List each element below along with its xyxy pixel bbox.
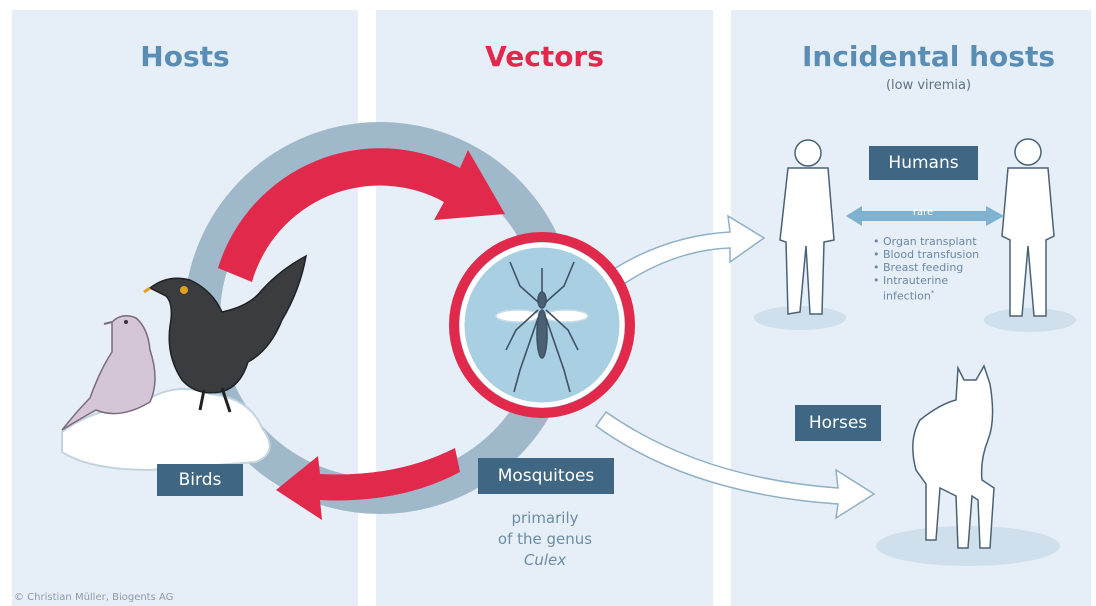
route-item: Intrauterine	[873, 274, 979, 287]
subheading-low-viremia: (low viremia)	[796, 78, 1061, 93]
route-continuation-text: infection	[883, 290, 931, 303]
horse-icon	[876, 366, 1060, 566]
label-horses: Horses	[795, 405, 881, 441]
route-item-continuation: infection*	[873, 287, 979, 303]
bird-blackbird-icon	[144, 256, 306, 412]
mosquito-note-line2: of the genus	[470, 529, 620, 550]
image-credit: © Christian Müller, Biogents AG	[14, 592, 173, 603]
rare-label: rare	[862, 207, 984, 218]
heading-hosts: Hosts	[12, 40, 358, 73]
mosquito-genus-note: primarily of the genus Culex	[470, 508, 620, 571]
heading-incidental-hosts: Incidental hosts	[796, 40, 1061, 73]
transmission-routes-list: Organ transplant Blood transfusion Breas…	[873, 235, 979, 303]
mosquito-note-genus: Culex	[470, 550, 620, 571]
footnote-mark: *	[931, 289, 935, 297]
route-item: Organ transplant	[873, 235, 979, 248]
route-item: Breast feeding	[873, 261, 979, 274]
label-humans: Humans	[869, 146, 978, 180]
label-birds: Birds	[157, 464, 243, 496]
heading-vectors: Vectors	[376, 40, 713, 73]
human-icon	[754, 140, 846, 330]
mosquito-note-line1: primarily	[470, 508, 620, 529]
arrow-to-humans	[600, 216, 764, 292]
label-mosquitoes: Mosquitoes	[478, 458, 614, 494]
route-item: Blood transfusion	[873, 248, 979, 261]
human-icon	[984, 139, 1076, 332]
